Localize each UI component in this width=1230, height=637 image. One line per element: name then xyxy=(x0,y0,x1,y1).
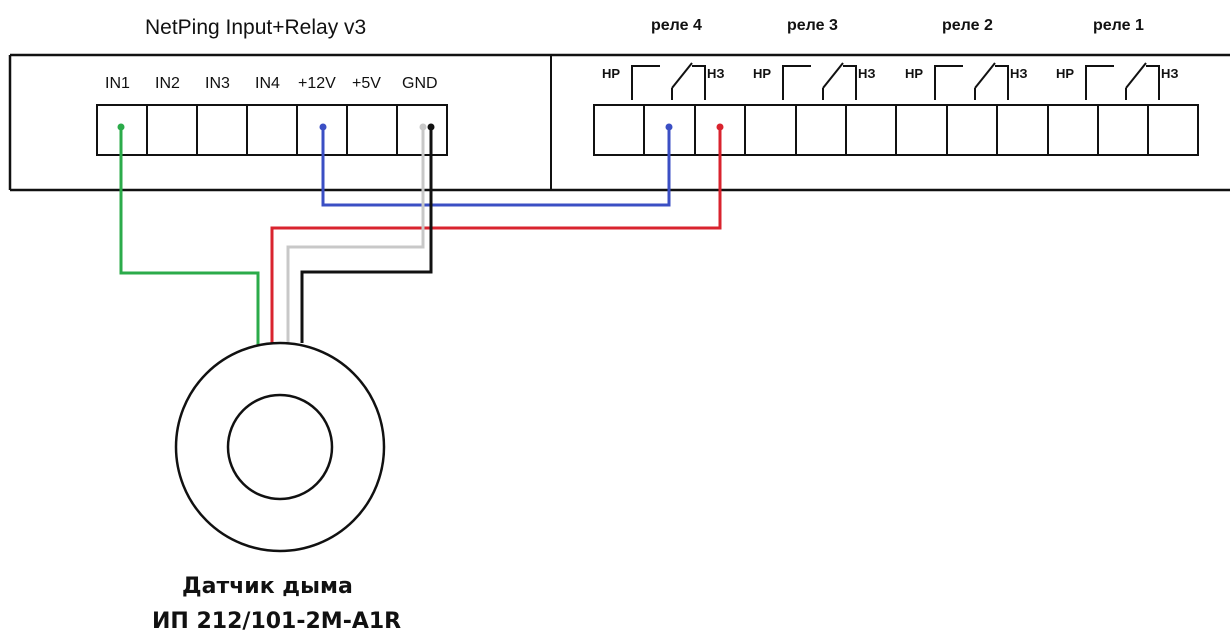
pin-label-in2: IN2 xyxy=(155,75,180,92)
relay-1-contact-symbol: НР НЗ xyxy=(1056,62,1179,100)
relay-3-label: реле 3 xyxy=(787,17,838,34)
terminal-dots xyxy=(117,123,724,131)
sensor-name: Датчик дыма xyxy=(182,574,353,599)
input-terminal-block xyxy=(96,104,448,156)
pin-label-in3: IN3 xyxy=(205,75,230,92)
pin-label-gnd: GND xyxy=(402,75,438,92)
relay-4-contact-symbol: НР НЗ xyxy=(602,62,725,100)
device-enclosure xyxy=(8,53,1230,192)
sensor-outer-ring xyxy=(174,341,386,553)
relay-4-no-label: НР xyxy=(602,66,620,81)
relay-4-nc-label: НЗ xyxy=(707,66,725,81)
relay-2-contact-symbol: НР НЗ xyxy=(905,62,1028,100)
smoke-sensor xyxy=(174,341,386,553)
wire-red xyxy=(270,127,722,344)
pin-label-in4: IN4 xyxy=(255,75,280,92)
wire-black xyxy=(300,127,433,343)
sensor-model: ИП 212/101-2М-A1R xyxy=(152,609,401,634)
relay-3-contact-symbol: НР НЗ xyxy=(753,62,876,100)
relay-2-no-label: НР xyxy=(905,66,923,81)
wire-blue xyxy=(321,127,671,207)
wires xyxy=(119,127,722,345)
wire-green xyxy=(119,127,260,345)
pin-label-5v: +5V xyxy=(352,75,381,92)
relay-2-label: реле 2 xyxy=(942,17,993,34)
input-pin-labels: IN1 IN2 IN3 IN4 +12V +5V GND xyxy=(105,75,438,92)
relay-1-label: реле 1 xyxy=(1093,17,1144,34)
relay-3-no-label: НР xyxy=(753,66,771,81)
wire-gray xyxy=(286,127,425,343)
relay-3-nc-label: НЗ xyxy=(858,66,876,81)
relay-terminal-block xyxy=(593,104,1199,156)
relay-2-nc-label: НЗ xyxy=(1010,66,1028,81)
sensor-inner-ring xyxy=(226,393,334,501)
pin-label-in1: IN1 xyxy=(105,75,130,92)
relay-1-no-label: НР xyxy=(1056,66,1074,81)
pin-label-12v: +12V xyxy=(298,75,336,92)
relay-1-nc-label: НЗ xyxy=(1161,66,1179,81)
relay-4-label: реле 4 xyxy=(651,17,702,34)
device-title: NetPing Input+Relay v3 xyxy=(145,16,366,39)
relay-contacts: НР НЗ НР НЗ НР НЗ НР НЗ xyxy=(602,62,1179,100)
